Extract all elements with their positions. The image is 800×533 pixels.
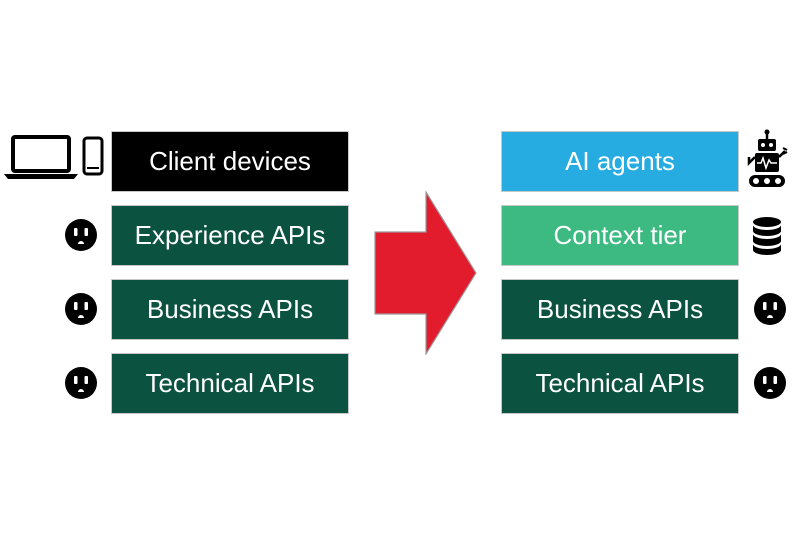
experience-apis-layer: Experience APIs <box>111 205 349 266</box>
power-outlet-icon <box>753 366 787 400</box>
business-apis-layer: Business APIs <box>111 279 349 340</box>
ai-agents-layer: AI agents <box>501 131 739 192</box>
robot-icon <box>746 129 788 191</box>
technical-apis-layer-right: Technical APIs <box>501 353 739 414</box>
laptop-icon <box>2 134 80 182</box>
technical-apis-layer: Technical APIs <box>111 353 349 414</box>
power-outlet-icon <box>64 292 98 326</box>
context-tier-layer: Context tier <box>501 205 739 266</box>
experience-apis-label: Experience APIs <box>134 220 326 250</box>
technical-apis-label: Technical APIs <box>145 368 315 398</box>
power-outlet-icon <box>64 218 98 252</box>
technical-apis-label-right: Technical APIs <box>535 368 705 398</box>
client-devices-label: Client devices <box>149 146 311 176</box>
client-devices-layer: Client devices <box>111 131 349 192</box>
ai-agents-label: AI agents <box>565 146 675 176</box>
context-tier-label: Context tier <box>553 220 687 250</box>
business-apis-label: Business APIs <box>146 294 314 324</box>
database-icon <box>752 216 782 256</box>
transform-arrow <box>374 191 478 355</box>
business-apis-label-right: Business APIs <box>536 294 704 324</box>
business-apis-layer-right: Business APIs <box>501 279 739 340</box>
phone-icon <box>82 136 104 176</box>
power-outlet-icon <box>753 292 787 326</box>
power-outlet-icon <box>64 366 98 400</box>
